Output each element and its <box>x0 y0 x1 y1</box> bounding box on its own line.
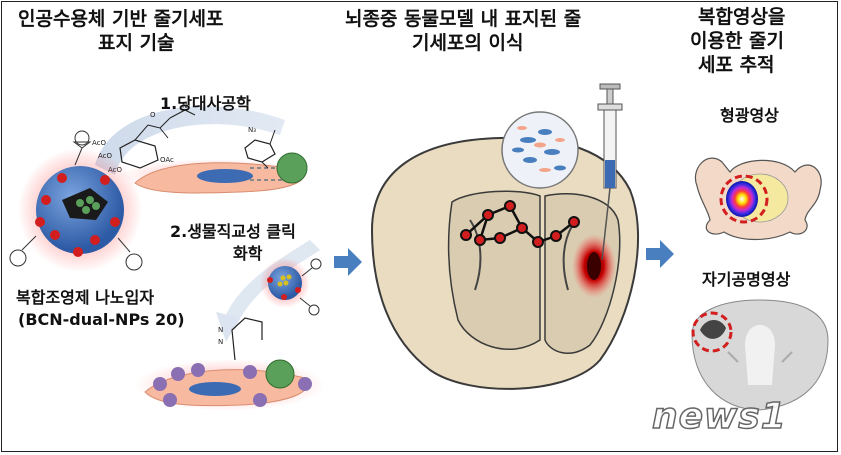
syringe-icon <box>597 83 623 261</box>
nanoparticle-label-line1: 복합조영제 나노입자 <box>16 288 155 307</box>
right-title-line1: 복합영상을 <box>698 6 786 28</box>
brain-section <box>370 111 640 390</box>
mri-label: 자기공명영상 <box>702 270 791 289</box>
step2-label-line2: 화학 <box>233 244 263 263</box>
svg-text:N₃: N₃ <box>182 102 190 110</box>
mouse-fluorescence <box>694 157 822 241</box>
svg-text:OAc: OAc <box>160 156 174 164</box>
news1-watermark: news1 <box>651 394 830 440</box>
nanoparticle-large <box>9 130 143 272</box>
news1-logo-text: news1 <box>651 395 787 438</box>
svg-text:N₃: N₃ <box>248 126 256 134</box>
left-title-line1: 인공수용체 기반 줄기세포 <box>18 8 224 30</box>
arrow-middle-to-right <box>646 240 674 268</box>
right-title-line3: 세포 추적 <box>698 54 775 76</box>
step1-label: 1.당대사공학 <box>160 94 251 113</box>
arrow-left-to-middle <box>334 248 362 276</box>
nanoparticle-label-line2: (BCN-dual-NPs 20) <box>18 310 185 329</box>
brain-mri <box>691 299 829 411</box>
svg-text:N: N <box>218 326 223 334</box>
right-title-line2: 이용한 줄기 <box>690 30 785 52</box>
left-title-line2: 표지 기술 <box>98 32 175 54</box>
step2-label-line1: 2.생물직교성 클릭 <box>170 222 296 241</box>
metabolic-cell: N₃ <box>120 126 310 194</box>
svg-text:AcO: AcO <box>92 139 107 147</box>
svg-text:N: N <box>218 338 223 346</box>
middle-title-line2: 기세포의 이식 <box>412 32 524 54</box>
svg-text:O: O <box>150 111 156 119</box>
middle-title-line1: 뇌종중 동물모델 내 표지된 줄 <box>345 8 582 30</box>
fluorescence-label: 형광영상 <box>720 106 779 125</box>
nanoparticle-small <box>260 258 322 316</box>
labeled-cell: N N <box>135 317 325 411</box>
